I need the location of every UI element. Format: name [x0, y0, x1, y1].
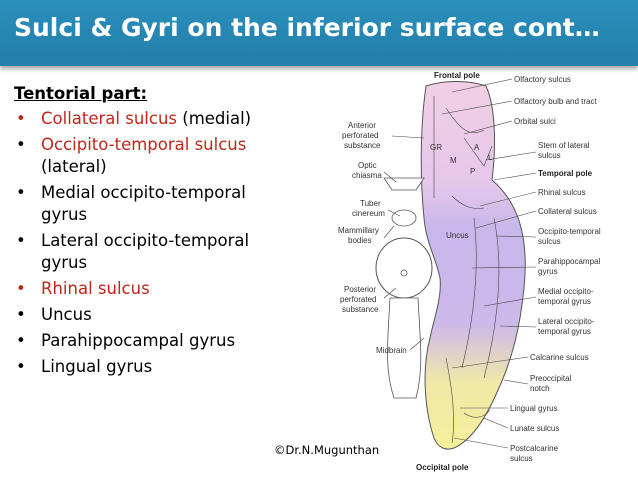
label-p: P: [470, 167, 475, 176]
label-substance-2: substance: [342, 305, 379, 314]
label-olfactory-sulcus: Olfactory sulcus: [514, 75, 571, 84]
label-medial-otg-1: Medial occipito-: [538, 287, 594, 296]
label-occ-temp-sulcus-1: Occipito-temporal: [538, 227, 601, 236]
label-lateral-otg-2: temporal gyrus: [538, 327, 591, 336]
label-uncus: Uncus: [446, 231, 469, 240]
label-stem-2: sulcus: [538, 151, 561, 160]
bullet-text: Lingual gyrus: [41, 357, 153, 376]
rhinal-sulcus-line: [451, 195, 485, 209]
mammillary-bodies: [391, 209, 417, 227]
label-perforated: perforated: [342, 131, 378, 140]
label-postcalcarine-1: Postcalcarine: [510, 444, 559, 453]
bullet-item: Uncus: [14, 304, 286, 326]
label-parahippo-1: Parahippocampal: [538, 257, 600, 266]
slide-title: Sulci & Gyri on the inferior surface con…: [14, 13, 600, 42]
bullet-item: Collateral sulcus (medial): [14, 108, 286, 130]
label-bodies: bodies: [348, 236, 372, 245]
label-chiasma: chiasma: [352, 171, 382, 180]
label-lunate-sulcus: Lunate sulcus: [510, 424, 559, 433]
label-optic: Optic: [358, 161, 377, 170]
bullet-panel: Tentorial part: Collateral sulcus (media…: [14, 84, 286, 382]
label-temporal-pole: Temporal pole: [538, 169, 593, 178]
brainstem-shape: [387, 297, 422, 399]
label-lingual-gyrus: Lingual gyrus: [510, 404, 558, 413]
bullet-suffix: (medial): [177, 109, 252, 128]
collateral-sulcus-line: [461, 217, 477, 369]
label-anterior: Anterior: [348, 121, 376, 130]
optic-chiasma-shape: [383, 177, 425, 191]
label-mammillary: Mammillary: [338, 226, 379, 235]
label-posterior: Posterior: [344, 285, 376, 294]
brain-inferior-surface-diagram: GR M A P L Uncus Frontal pole Occipital …: [338, 71, 601, 472]
label-occipital-pole: Occipital pole: [416, 463, 469, 472]
lateral-sulcus-stem-line: [463, 137, 493, 167]
subheading: Tentorial part:: [14, 84, 148, 103]
aqueduct: [400, 269, 408, 277]
label-m: M: [450, 156, 457, 165]
label-cinereum: cinereum: [352, 209, 385, 218]
lunate-sulcus-line: [463, 409, 491, 418]
label-rhinal-sulcus: Rhinal sulcus: [538, 188, 586, 197]
label-perforated-2: perforated: [340, 295, 376, 304]
label-l: L: [488, 153, 493, 162]
bullet-item: Lingual gyrus: [14, 356, 286, 378]
label-parahippo-2: gyrus: [538, 267, 558, 276]
label-tuber: Tuber: [360, 199, 381, 208]
bullet-text: Uncus: [41, 305, 92, 324]
bullet-text: Rhinal sulcus: [41, 279, 150, 298]
bullet-list: Collateral sulcus (medial) Occipito-temp…: [14, 108, 286, 378]
bullet-text: Occipito-temporal sulcus: [41, 135, 247, 154]
label-medial-otg-2: temporal gyrus: [538, 297, 591, 306]
label-preoccipital-1: Preoccipital: [530, 374, 572, 383]
bullet-text: Lateral occipito-temporal gyrus: [41, 231, 250, 272]
hemisphere-outline: [420, 81, 526, 450]
label-orbital-sulci: Orbital sulci: [514, 117, 556, 126]
calcarine-sulcus-line: [445, 357, 454, 444]
label-postcalcarine-2: sulcus: [510, 454, 533, 463]
credit-text: ©Dr.N.Mugunthan: [274, 443, 380, 457]
label-substance: substance: [344, 141, 381, 150]
label-gr: GR: [430, 143, 442, 152]
label-preoccipital-2: notch: [530, 384, 550, 393]
midbrain-section: [375, 237, 433, 299]
occipito-temporal-sulcus-line: [483, 217, 500, 379]
slide-title-bar: Sulci & Gyri on the inferior surface con…: [0, 0, 638, 66]
label-stem-1: Stem of lateral: [538, 141, 590, 150]
label-olfactory-bulb: Olfactory bulb and tract: [514, 97, 597, 106]
label-occ-temp-sulcus-2: sulcus: [538, 237, 561, 246]
bullet-item: Occipito-temporal sulcus (lateral): [14, 134, 286, 178]
label-midbrain: Midbrain: [376, 346, 407, 355]
label-calcarine-sulcus: Calcarine sulcus: [530, 353, 589, 362]
label-collateral-sulcus: Collateral sulcus: [538, 207, 597, 216]
bullet-item: Parahippocampal gyrus: [14, 330, 286, 352]
bullet-text: Parahippocampal gyrus: [41, 331, 236, 350]
bullet-text: Medial occipito-temporal gyrus: [41, 183, 246, 224]
bullet-text: Collateral sulcus: [41, 109, 178, 128]
bullet-item: Medial occipito-temporal gyrus: [14, 182, 286, 226]
label-a: A: [474, 143, 480, 152]
bullet-suffix: (lateral): [41, 157, 107, 176]
bullet-item: Rhinal sulcus: [14, 278, 286, 300]
label-frontal-pole: Frontal pole: [434, 71, 480, 80]
label-lateral-otg-1: Lateral occipito-: [538, 317, 595, 326]
bullet-item: Lateral occipito-temporal gyrus: [14, 230, 286, 274]
